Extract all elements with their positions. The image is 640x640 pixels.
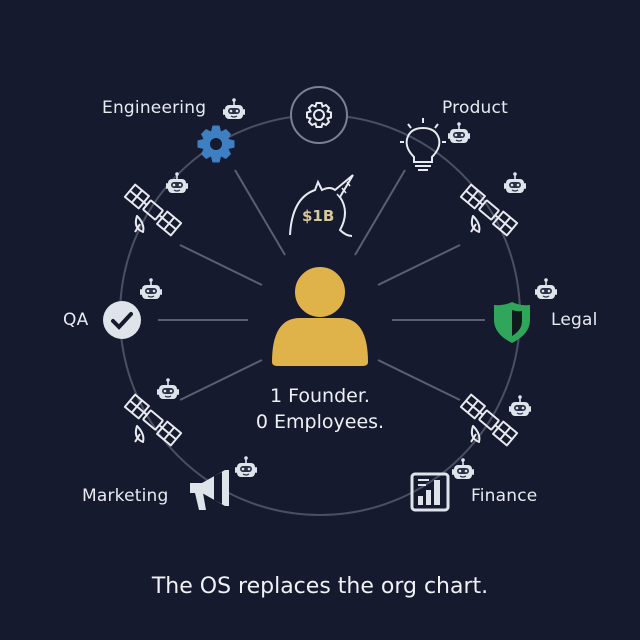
satellite-robot-icon <box>165 171 189 194</box>
employees-line: 0 Employees. <box>255 411 385 433</box>
label-engineering: Engineering <box>102 98 207 118</box>
valuation-label: $1B <box>302 207 335 225</box>
top-gear-node <box>290 86 348 144</box>
label-legal: Legal <box>551 310 598 330</box>
spokes <box>158 169 485 401</box>
lightbulb-icon <box>400 118 446 171</box>
legal-robot-icon <box>534 277 558 300</box>
label-product: Product <box>442 98 508 118</box>
satellite-robot-icon <box>508 394 532 417</box>
satellite-robot-icon <box>503 171 527 194</box>
engineering-gear-icon <box>197 125 235 163</box>
marketing-robot-icon <box>234 455 258 478</box>
product-robot-icon <box>447 121 471 144</box>
unicorn-icon <box>289 174 354 237</box>
label-qa: QA <box>63 310 89 330</box>
label-finance: Finance <box>471 486 538 506</box>
qa-robot-icon <box>139 277 163 300</box>
tagline: The OS replaces the org chart. <box>151 574 489 599</box>
founder-avatar <box>272 263 368 366</box>
check-circle-icon <box>103 301 141 339</box>
engineering-robot-icon <box>222 97 246 120</box>
bar-chart-icon <box>410 472 450 512</box>
satellite-robot-icon <box>156 377 180 400</box>
satellite-icon <box>459 393 519 447</box>
satellite-icon <box>123 393 183 447</box>
megaphone-icon <box>190 470 229 510</box>
founder-line: 1 Founder. <box>270 385 370 407</box>
shield-icon <box>494 302 530 343</box>
label-marketing: Marketing <box>82 486 169 506</box>
gear-icon <box>306 102 332 128</box>
